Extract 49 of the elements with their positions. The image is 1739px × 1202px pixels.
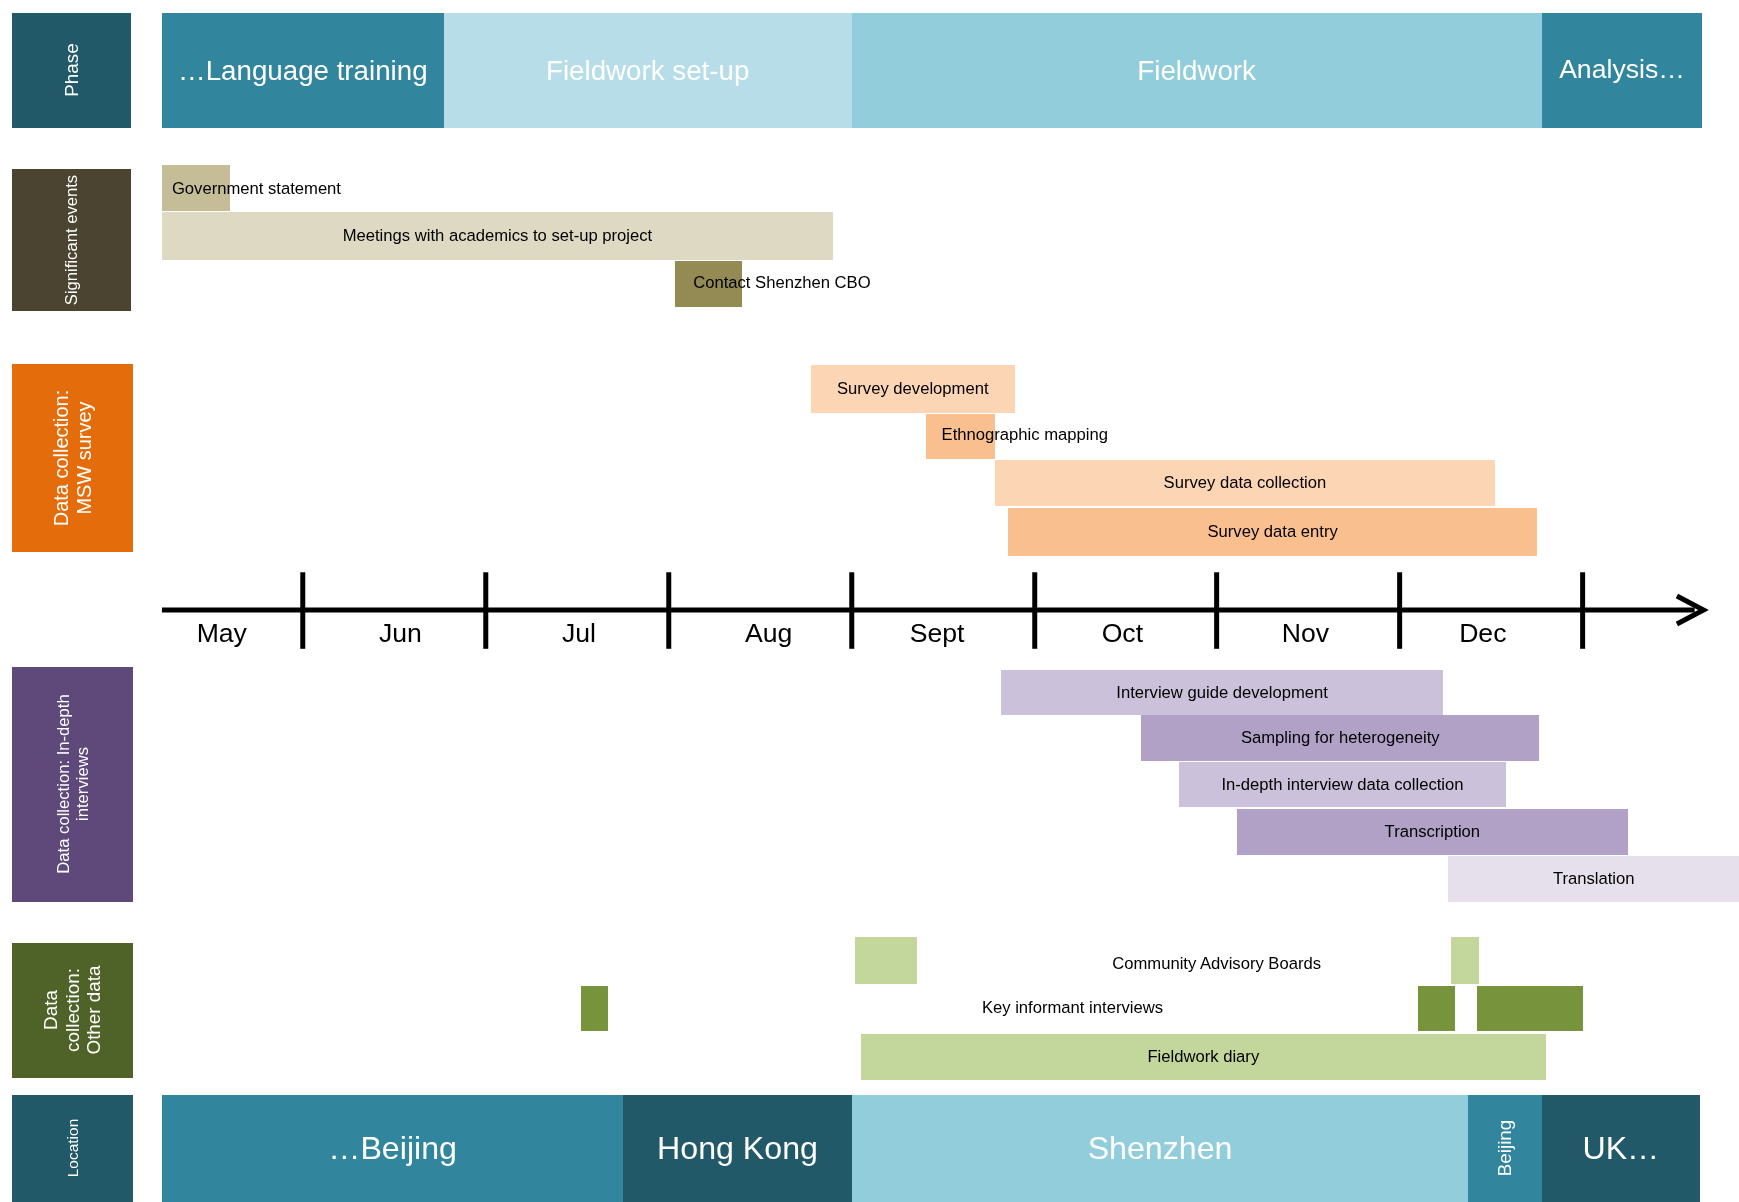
row-header [12,13,131,128]
task-bar: Interview guide development [1001,669,1443,716]
header-label: Location [63,1118,82,1180]
row-header [12,666,134,902]
header-label: Data collection: In-depth interviews [53,693,92,876]
bar-label: Key informant interviews [981,998,1163,1019]
row-header [12,363,134,553]
bar-label: Government statement [171,178,341,199]
bar [1477,985,1583,1032]
header-label: Data collection: MSW survey [49,388,96,529]
month-label: Jun [378,618,422,651]
phase-bar: Analysis… [1541,13,1703,128]
phase-bar: Fieldwork set-up [443,13,852,128]
row-header [12,1094,134,1202]
location-bar [1468,1094,1542,1202]
location-bar: Shenzhen [851,1094,1469,1202]
task-bar: Sampling for heterogeneity [1141,715,1540,761]
bar [581,985,608,1032]
location-bar: …Beijing [161,1094,624,1202]
month-label: May [196,618,247,651]
header-label: Phase [60,42,83,100]
phase-bar: …Language training [161,13,444,128]
task-bar: Survey data entry [1008,507,1538,556]
bar-label: Ethnographic mapping [941,424,1108,445]
location-bar: Hong Kong [623,1094,852,1202]
header-label: Beijing [1494,1119,1516,1179]
event-bar: Meetings with academics to set-up project [161,211,833,260]
bar-label: Community Advisory Boards [1112,953,1322,974]
bar [1418,985,1456,1032]
month-label: Oct [1101,618,1144,651]
header-label: Data collection: Other data [40,964,106,1057]
header-label: Significant events [61,174,82,305]
task-bar: Survey data collection [994,460,1495,506]
row-header [12,168,131,311]
task-bar: Survey development [810,364,1015,413]
month-label: Sept [909,618,965,651]
month-label: Jul [561,618,596,651]
task-bar: Fieldwork diary [860,1033,1546,1081]
task-bar: Translation [1448,856,1739,902]
task-bar: Transcription [1236,808,1629,856]
bar [1450,937,1480,984]
month-label: Aug [744,618,793,651]
location-bar: UK… [1541,1094,1701,1202]
month-label: Dec [1459,618,1507,651]
bar [855,937,918,984]
task-bar: In-depth interview data collection [1178,761,1507,808]
phase-bar: Fieldwork [851,13,1542,128]
row-header [12,942,134,1078]
month-label: Nov [1281,618,1329,651]
